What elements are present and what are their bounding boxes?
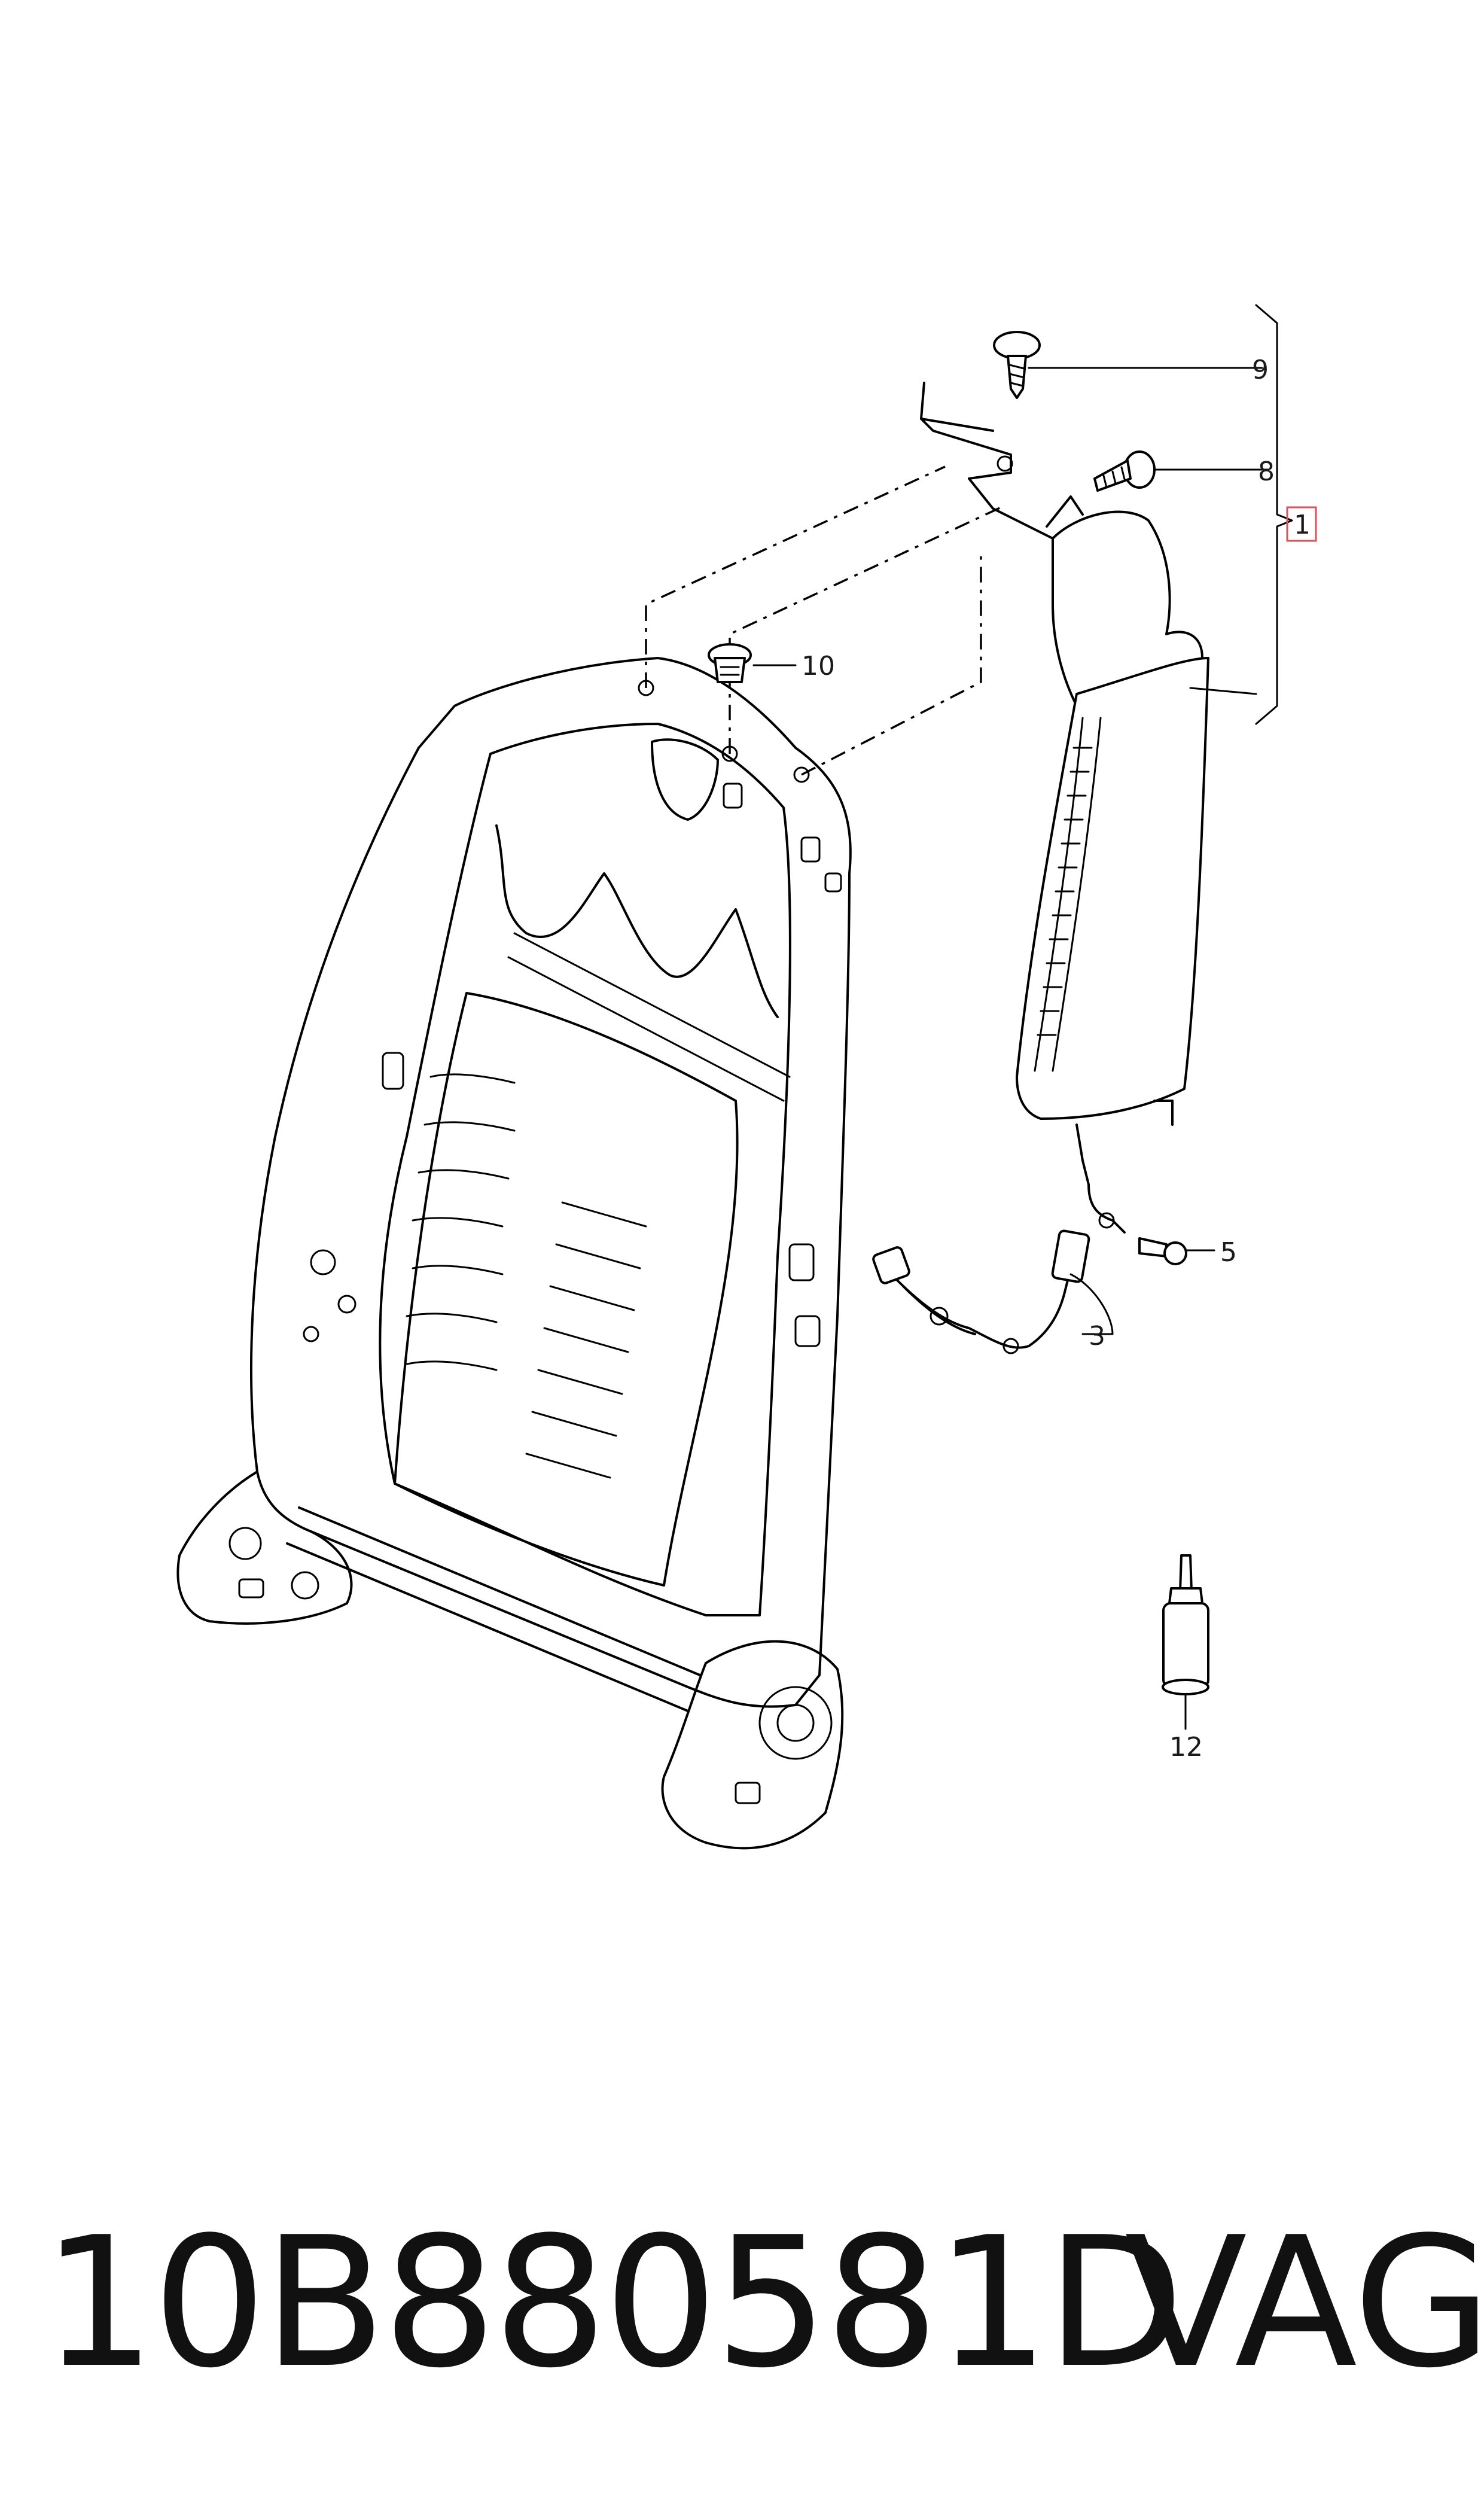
callout-3[interactable]: 3 <box>1089 1321 1105 1351</box>
screw-part-9 <box>993 331 1041 399</box>
exploded-view-svg: 9 8 1 10 5 3 12 <box>176 304 1317 1850</box>
screw-part-5 <box>1138 1237 1187 1265</box>
part-number-text: 10B880581D <box>42 2199 1184 2407</box>
callout-1-highlight <box>1286 506 1317 542</box>
callout-5[interactable]: 5 <box>1220 1237 1237 1268</box>
callout-12[interactable]: 12 <box>1169 1732 1203 1762</box>
callout-9[interactable]: 9 <box>1252 355 1269 385</box>
seat-back-frame <box>176 657 852 1850</box>
callout-1[interactable]: 1 <box>1294 510 1311 540</box>
parts-diagram: 9 8 1 10 5 3 12 <box>176 304 1317 1850</box>
bolt-part-8 <box>1093 450 1156 492</box>
brand-text: VAG <box>1125 2199 1484 2407</box>
callout-8[interactable]: 8 <box>1258 456 1275 487</box>
rivet-part-10 <box>708 643 752 683</box>
assembly-guide-lines <box>645 465 1005 776</box>
leader-lines <box>752 304 1293 1730</box>
wiring-harness-part-3 <box>872 1229 1090 1354</box>
adhesive-bottle-part-12 <box>1162 1554 1209 1695</box>
side-airbag-module <box>920 382 1209 1234</box>
callout-10[interactable]: 10 <box>802 651 835 681</box>
